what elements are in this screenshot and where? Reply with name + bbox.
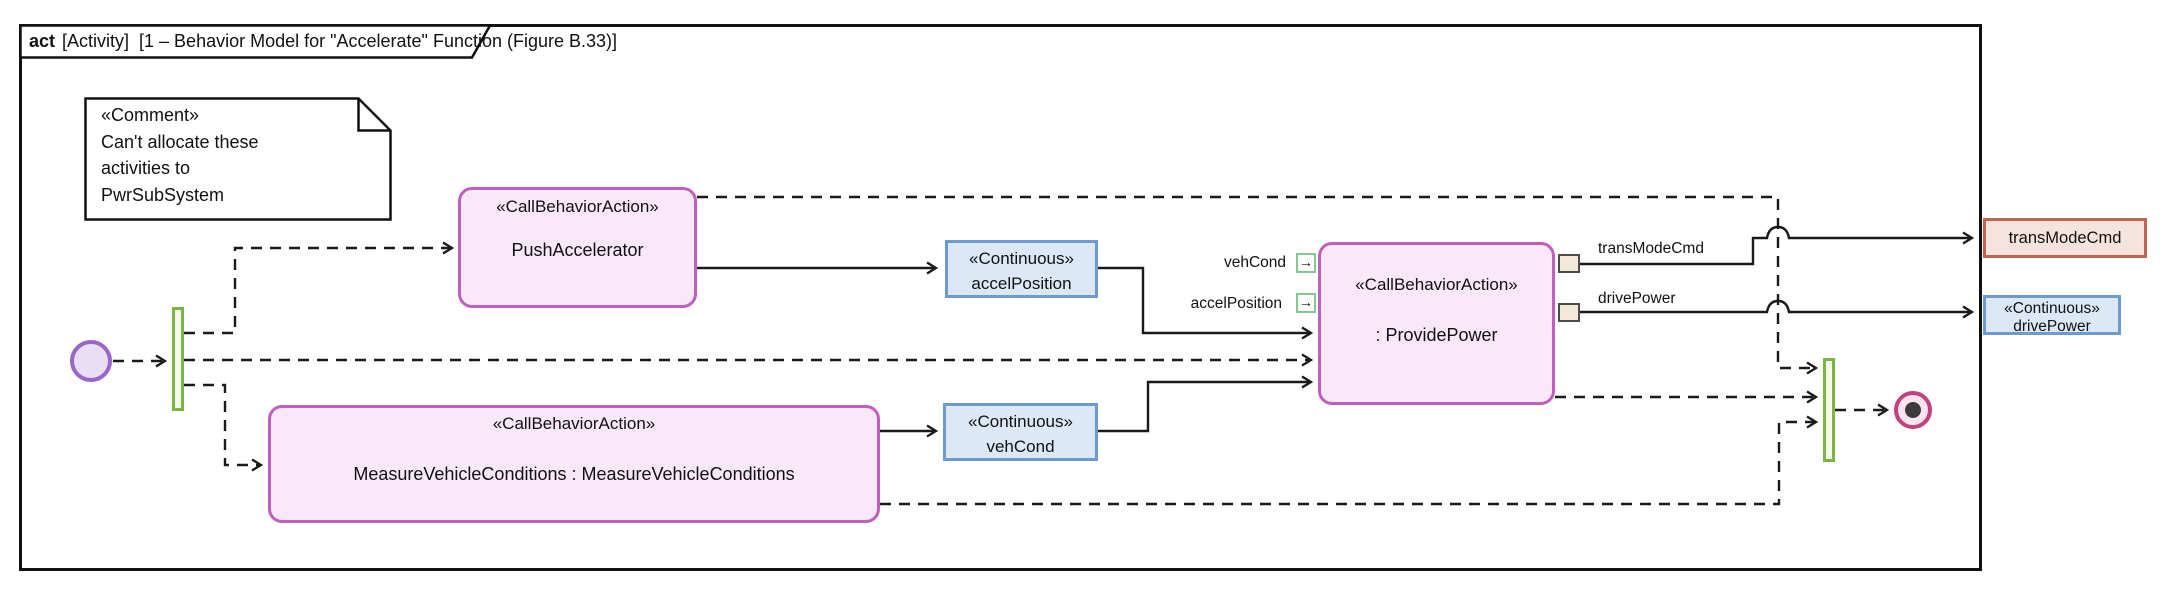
action-providepower[interactable]: «CallBehaviorAction» : ProvidePower — [1318, 242, 1555, 405]
comment-line: PwrSubSystem — [101, 184, 225, 205]
edge-accelposition-to-providepower — [1098, 266, 1314, 340]
edge-pushaccelerator-to-join — [697, 195, 1819, 375]
comment-note[interactable]: «Comment» Can't allocate these activitie… — [101, 102, 369, 208]
input-pin-accelposition[interactable]: → — [1296, 293, 1316, 313]
action-stereotype: «CallBehaviorAction» — [496, 197, 659, 216]
comment-note-shape[interactable] — [84, 97, 392, 221]
join-node[interactable] — [1823, 358, 1835, 462]
externalnode-drivepower[interactable]: «Continuous» drivePower — [1983, 295, 2121, 335]
externalnode-name: transModeCmd — [2008, 229, 2122, 247]
edge-transmodecmd-out — [1580, 225, 1975, 266]
objectnode-accelposition[interactable]: «Continuous» accelPosition — [945, 240, 1098, 298]
input-pin-label-vehcond: vehCond — [1223, 254, 1286, 271]
action-name: MeasureVehicleConditions : MeasureVehicl… — [353, 464, 795, 484]
action-pushaccelerator[interactable]: «CallBehaviorAction» PushAccelerator — [458, 187, 697, 308]
frame-title-tab — [19, 24, 493, 59]
edge-drivepower-out — [1580, 299, 1975, 319]
fork-node[interactable] — [172, 307, 184, 411]
input-pin-label-accelposition: accelPosition — [1190, 295, 1282, 312]
activity-frame-border — [19, 24, 1982, 571]
edge-fork-to-measurevehicleconditions — [184, 383, 264, 472]
pin-arrow-icon: → — [1299, 294, 1313, 310]
objectnode-stereotype: «Continuous» — [968, 412, 1073, 431]
comment-line: Can't allocate these — [101, 131, 259, 152]
frame-title-text: [Activity] [1 – Behavior Model for "Acce… — [62, 31, 618, 51]
comment-stereotype: «Comment» — [101, 105, 200, 125]
output-pin-label-drivepower: drivePower — [1598, 290, 1676, 307]
output-pin-drivepower[interactable] — [1558, 303, 1580, 322]
externalnode-name: drivePower — [2013, 318, 2091, 335]
edge-measurevehicleconditions-to-join — [880, 415, 1819, 506]
pin-arrow-icon: → — [1299, 254, 1313, 270]
externalnode-stereotype: «Continuous» — [2004, 300, 2100, 317]
action-name: PushAccelerator — [511, 240, 644, 260]
action-measurevehicleconditions[interactable]: «CallBehaviorAction» MeasureVehicleCondi… — [268, 405, 880, 523]
output-pin-label-transmodecmd: transModeCmd — [1598, 240, 1704, 257]
comment-line: activities to — [101, 158, 191, 178]
objectnode-stereotype: «Continuous» — [969, 249, 1074, 268]
action-stereotype: «CallBehaviorAction» — [1355, 275, 1518, 294]
frame-keyword: act — [29, 31, 56, 51]
objectnode-name: accelPosition — [971, 274, 1072, 293]
activity-final-node[interactable] — [1894, 391, 1932, 429]
frame-title: act [Activity] [1 – Behavior Model for "A… — [29, 31, 617, 55]
edge-fork-to-pushaccelerator — [184, 241, 455, 335]
comment-note-fold — [357, 98, 391, 132]
action-name: : ProvidePower — [1375, 325, 1498, 345]
activity-final-dot — [1905, 402, 1921, 418]
externalnode-transmodecmd[interactable]: transModeCmd — [1983, 218, 2147, 258]
edge-vehcond-to-providepower — [1098, 375, 1314, 433]
action-stereotype: «CallBehaviorAction» — [492, 414, 656, 433]
input-pin-vehcond[interactable]: → — [1296, 253, 1316, 273]
initial-node[interactable] — [70, 340, 112, 382]
output-pin-transmodecmd[interactable] — [1558, 254, 1580, 273]
objectnode-name: vehCond — [986, 437, 1055, 456]
objectnode-vehcond[interactable]: «Continuous» vehCond — [943, 403, 1098, 461]
